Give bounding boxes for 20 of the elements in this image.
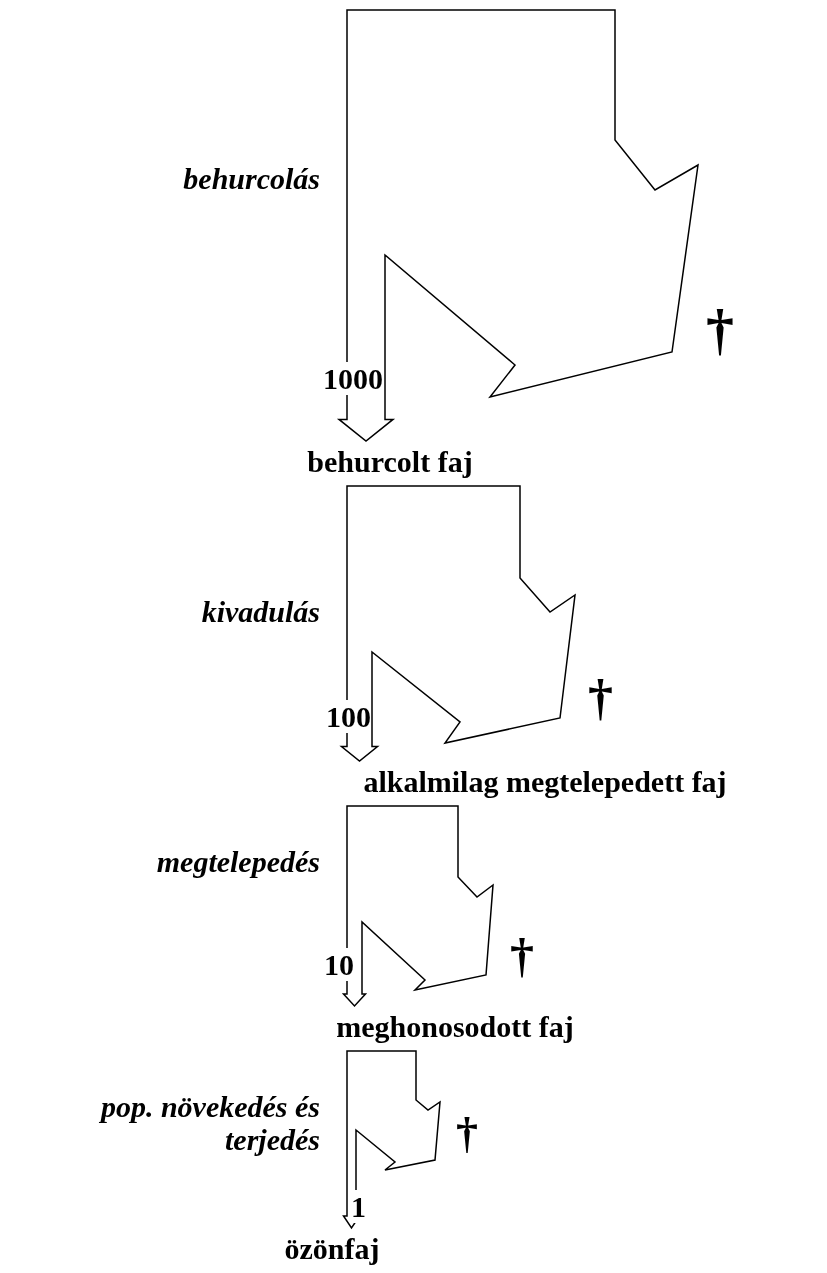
dagger-mark: † [456,1110,478,1159]
block-arrow [339,485,576,762]
dagger-mark: † [588,670,613,725]
process-label: megtelepedés [156,845,320,878]
count-number: 1000 [323,362,383,395]
count-number: 100 [326,700,371,733]
block-arrow [336,9,699,442]
count-number: 10 [324,948,354,981]
process-label: pop. növekedés és terjedés [98,1090,320,1156]
block-arrow [341,805,494,1008]
dagger-mark: † [706,300,734,362]
count-number: 1 [351,1190,366,1223]
block-arrow [342,1050,441,1230]
process-label: behurcolás [183,162,320,195]
process-label: kivadulás [201,595,320,628]
stage-label: behurcolt faj [307,445,473,478]
stage-label: alkalmilag megtelepedett faj [363,765,727,798]
stage-label: meghonosodott faj [336,1010,574,1043]
dagger-mark: † [510,930,534,983]
stage-label: özönfaj [284,1232,380,1265]
